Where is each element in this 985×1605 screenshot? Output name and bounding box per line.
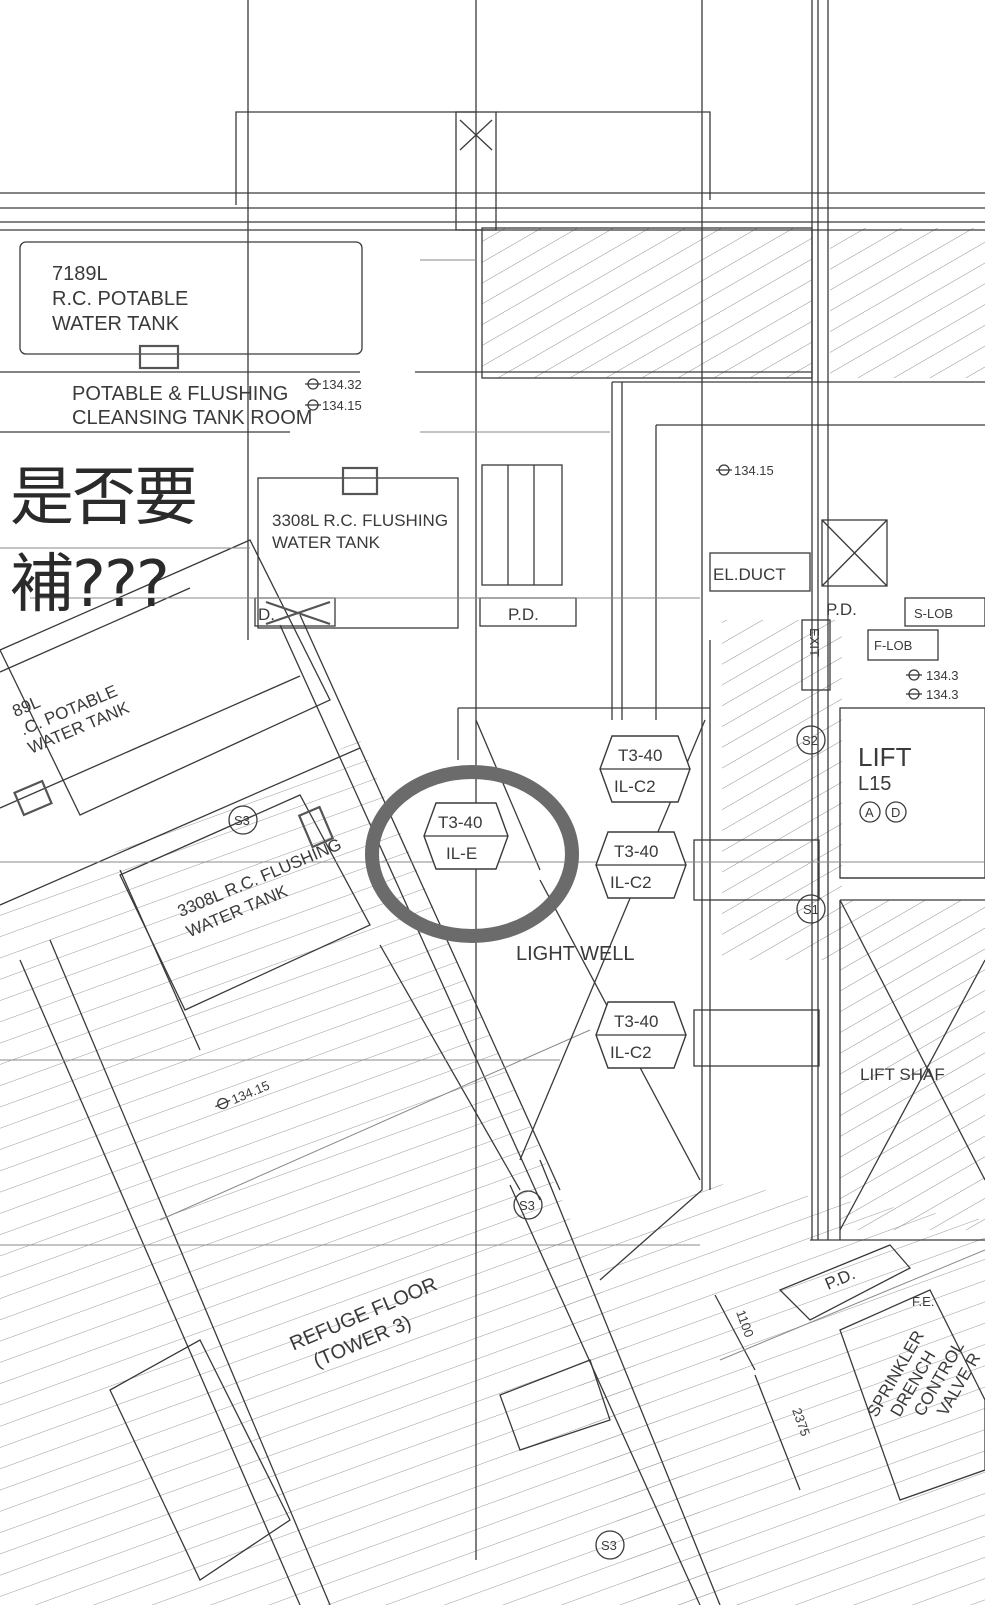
flushing-tank-label-1: 3308L R.C. FLUSHING <box>272 511 448 530</box>
stair-marker-s3-b: S3 <box>513 1190 543 1220</box>
lift-group-a-badge: A <box>859 801 881 823</box>
stair-text-s3-b: S3 <box>519 1198 535 1213</box>
s-lob-label: S-LOB <box>914 606 953 621</box>
rotated-plan-layer <box>0 539 985 1605</box>
level-marker-a: 134.32 <box>305 377 362 392</box>
light-well-label: LIGHT WELL <box>516 943 635 965</box>
stair-text-s3-a: S3 <box>234 813 250 828</box>
tag-t2-bottom: IL-C2 <box>610 873 652 892</box>
lift-shaft-label: LIFT SHAF <box>860 1065 945 1084</box>
stair-text-s3-c: S3 <box>601 1538 617 1553</box>
lift-title: LIFT <box>858 742 912 772</box>
stair-marker-s3-c: S3 <box>595 1530 625 1560</box>
stair-text-s2: S2 <box>802 733 818 748</box>
tag-t2: T3-40 IL-C2 <box>595 831 687 899</box>
tag-t1-bottom: IL-C2 <box>614 777 656 796</box>
level-text-c: 134.15 <box>734 463 774 478</box>
lift-code: L15 <box>858 773 891 795</box>
tag-t2-top: T3-40 <box>614 842 658 861</box>
pd-partial-label: D. <box>258 605 275 624</box>
stair-marker-s2: S2 <box>796 725 826 755</box>
level-text-b: 134.15 <box>322 398 362 413</box>
lift-group-d-text: D <box>891 805 900 820</box>
tag-circled: T3-40 IL-E <box>423 802 509 870</box>
right-level-text-b: 134.3 <box>926 687 959 702</box>
level-text-a: 134.32 <box>322 377 362 392</box>
potable-tank-label-1: 7189L <box>52 263 108 285</box>
exit-label: EXIT <box>807 628 822 657</box>
level-marker-c: 134.15 <box>716 463 774 478</box>
refuge-floor-hatched-area <box>0 740 740 1605</box>
potable-tank-label-3: WATER TANK <box>52 313 180 335</box>
tag-t3: T3-40 IL-C2 <box>595 1001 687 1069</box>
el-duct-label: EL.DUCT <box>713 565 786 584</box>
tag-t3-top: T3-40 <box>614 1012 658 1031</box>
flushing-tank-label-2: WATER TANK <box>272 533 381 552</box>
right-level-text-a: 134.3 <box>926 668 959 683</box>
review-note-line-1: 是否要 <box>10 461 198 535</box>
stair-text-s1: S1 <box>803 902 819 917</box>
potable-tank-label-2: R.C. POTABLE <box>52 288 188 310</box>
level-marker-b: 134.15 <box>305 398 362 413</box>
lift-group-a-text: A <box>865 805 874 820</box>
right-level-marker-b: 134.3 <box>906 687 959 702</box>
review-note-line-2: 補??? <box>10 548 170 622</box>
right-pd-label: P.D. <box>826 600 857 619</box>
tag-circled-bottom: IL-E <box>446 844 477 863</box>
tank-room-label-2: CLEANSING TANK ROOM <box>72 407 312 429</box>
lift-group-d-badge: D <box>885 801 907 823</box>
tag-circled-top: T3-40 <box>438 813 482 832</box>
fe-label: F.E. <box>912 1294 934 1309</box>
tag-t3-bottom: IL-C2 <box>610 1043 652 1062</box>
f-lob-label: F-LOB <box>874 638 912 653</box>
upper-plan-layer <box>0 0 985 1560</box>
right-level-marker-a: 134.3 <box>906 668 959 683</box>
review-markup-circle <box>365 765 579 943</box>
tag-t1: T3-40 IL-C2 <box>599 735 691 803</box>
tank-room-label-1: POTABLE & FLUSHING <box>72 383 288 405</box>
stair-marker-s3-a: S3 <box>228 805 258 835</box>
tag-t1-top: T3-40 <box>618 746 662 765</box>
pd-label: P.D. <box>508 605 539 624</box>
stair-marker-s1: S1 <box>796 894 826 924</box>
